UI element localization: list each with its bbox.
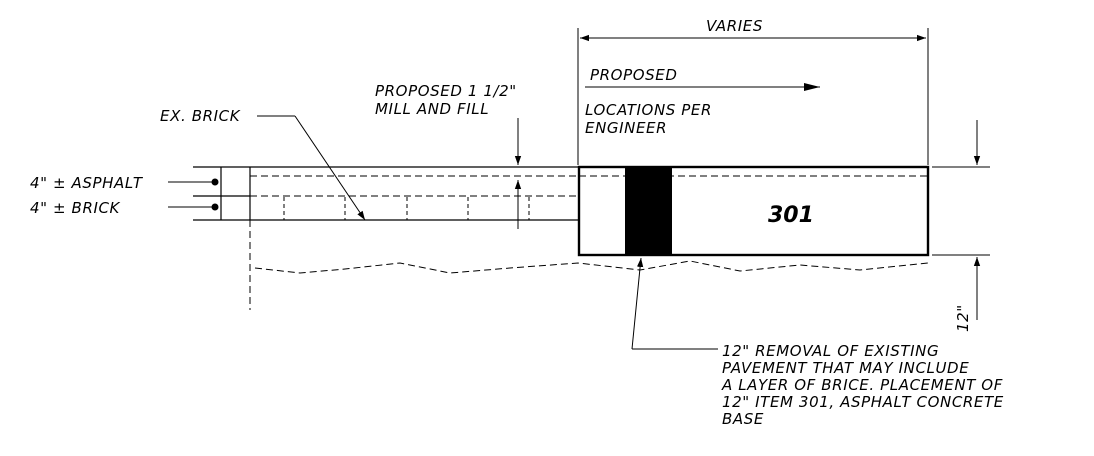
existing-pavement <box>193 166 929 310</box>
locations-line2: ENGINEER <box>585 119 667 137</box>
mill-line1: PROPOSED 1 1/2" <box>375 82 517 100</box>
locations-line1: LOCATIONS PER <box>585 101 712 119</box>
item-301-label: 301 <box>768 203 814 228</box>
full-depth-removal-block <box>625 167 672 255</box>
ex-brick-label: EX. BRICK <box>160 107 241 125</box>
asphalt-label: 4" ± ASPHALT <box>30 174 144 192</box>
note-line2: PAVEMENT THAT MAY INCLUDE <box>722 359 969 377</box>
proposed-locations-note: PROPOSED LOCATIONS PER ENGINEER <box>585 66 820 137</box>
mill-and-fill-note: PROPOSED 1 1/2" MILL AND FILL <box>375 82 522 229</box>
brick-label: 4" ± BRICK <box>30 199 121 217</box>
mill-line2: MILL AND FILL <box>375 100 489 118</box>
note-line5: BASE <box>722 410 764 428</box>
note-line3: A LAYER OF BRICE. PLACEMENT OF <box>721 376 1003 394</box>
layer-labels: 4" ± ASPHALT 4" ± BRICK <box>30 174 219 217</box>
item-301-section: 301 <box>577 165 930 257</box>
removal-note: 12" REMOVAL OF EXISTING PAVEMENT THAT MA… <box>631 257 1004 428</box>
proposed-label: PROPOSED <box>590 66 677 84</box>
depth-12-label: 12" <box>954 304 972 332</box>
depth-dimension: 12" <box>932 120 990 332</box>
varies-dimension: VARIES <box>577 17 929 165</box>
note-line4: 12" ITEM 301, ASPHALT CONCRETE <box>722 393 1004 411</box>
varies-label: VARIES <box>706 17 763 35</box>
ex-brick-note: EX. BRICK <box>160 107 366 221</box>
note-line1: 12" REMOVAL OF EXISTING <box>722 342 939 360</box>
